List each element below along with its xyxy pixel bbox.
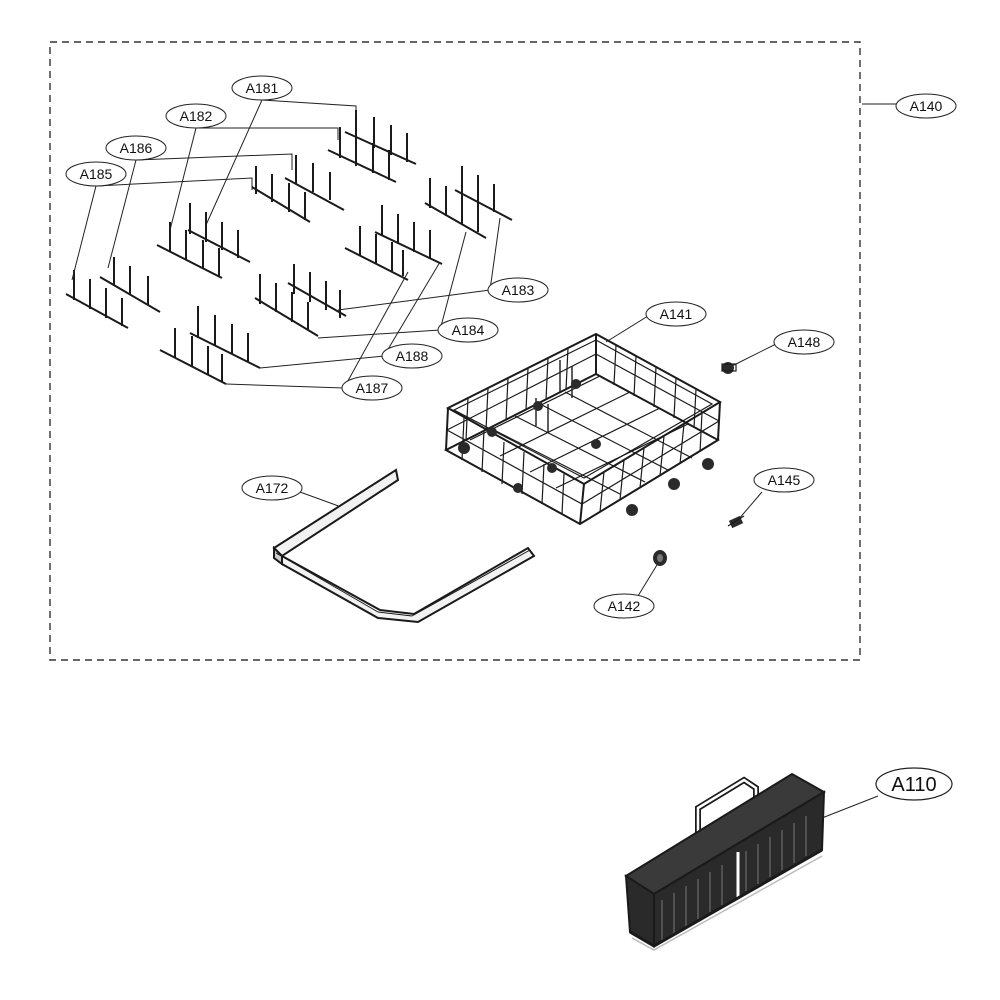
- lower-rack-basket: [443, 332, 723, 526]
- callout-a140-label: A140: [910, 98, 943, 114]
- callout-a141-label: A141: [660, 306, 693, 322]
- callout-a187: A187: [341, 375, 403, 401]
- callout-a110-label: A110: [891, 774, 936, 796]
- callout-a145-label: A145: [768, 472, 801, 488]
- callout-a185-label: A185: [80, 166, 113, 182]
- tine-row-a188: [254, 264, 347, 337]
- callout-a186: A186: [105, 135, 167, 161]
- part-a145-stopper: [727, 515, 745, 529]
- callout-a142-label: A142: [608, 598, 641, 614]
- callout-a185: A185: [65, 161, 127, 187]
- callout-a183: A183: [487, 277, 549, 303]
- callout-a188-label: A188: [396, 348, 429, 364]
- part-a148-clip: [721, 362, 737, 374]
- callout-a148: A148: [773, 329, 835, 355]
- tine-row-a187: [159, 306, 261, 385]
- part-a110-silverware-basket: [624, 772, 826, 951]
- callout-a140: A140: [895, 93, 957, 119]
- callout-a181-label: A181: [246, 80, 279, 96]
- tine-row-a185: [156, 203, 251, 279]
- callout-a182-label: A182: [180, 108, 213, 124]
- rack-wheels: [458, 379, 714, 516]
- callout-a183-label: A183: [502, 282, 535, 298]
- callout-a187-label: A187: [356, 380, 389, 396]
- callout-a172-label: A172: [256, 480, 289, 496]
- part-a142-wheel: [653, 550, 667, 566]
- callout-a182: A182: [165, 103, 227, 129]
- callout-a181: A181: [231, 75, 293, 101]
- callout-a186-label: A186: [120, 140, 153, 156]
- tine-row-a183: [424, 166, 513, 239]
- callout-a145: A145: [753, 467, 815, 493]
- tine-row-a186: [251, 155, 345, 223]
- callout-a110: A110: [875, 767, 953, 801]
- tine-row-a182: [65, 257, 161, 329]
- assembly-boundary: [49, 41, 861, 661]
- tine-row-a184: [344, 205, 443, 281]
- callout-a172: A172: [241, 475, 303, 501]
- callout-a141: A141: [645, 301, 707, 327]
- callout-a142: A142: [593, 593, 655, 619]
- callout-a184: A184: [437, 317, 499, 343]
- callout-a188: A188: [381, 343, 443, 369]
- leader-lines: [71, 99, 898, 819]
- callout-a184-label: A184: [452, 322, 485, 338]
- tine-row-a181: [327, 110, 417, 183]
- callout-a148-label: A148: [788, 334, 821, 350]
- part-a172-rail: [272, 468, 536, 624]
